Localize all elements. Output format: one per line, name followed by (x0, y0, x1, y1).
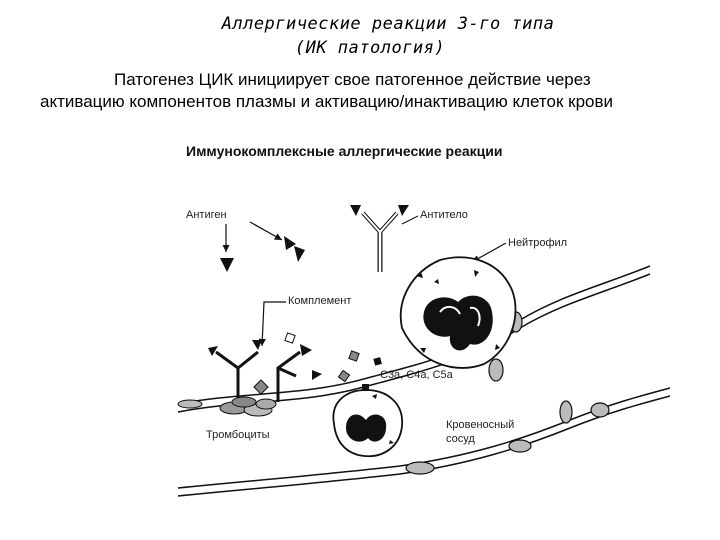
label-vessel-line1: Кровеносный (446, 419, 514, 431)
antigen-triangle (220, 258, 234, 272)
endothelial-nucleus (508, 439, 532, 453)
complement-pointer (258, 301, 286, 347)
label-antigen: Антиген (186, 209, 227, 221)
label-platelets: Тромбоциты (206, 429, 270, 441)
paragraph-line1: Патогенез ЦИК инициирует свое патогенное… (114, 70, 591, 89)
antigen-triangle (294, 246, 305, 262)
paragraph-line2: активацию компонентов плазмы и активацию… (40, 92, 614, 111)
antigen-triangle (284, 236, 296, 250)
antigen-group (220, 221, 305, 272)
slide-title-line1: Аллергические реакции 3-го типа (221, 14, 555, 34)
slide-title-line2: (ИК патология) (294, 38, 446, 58)
platelets-cluster (219, 396, 277, 417)
label-vessel-line2: сосуд (446, 433, 475, 445)
antigen-arrow (249, 221, 283, 241)
complement-fragments (337, 350, 382, 391)
neutrophil-cell-small (332, 389, 403, 458)
immune-complex (208, 332, 322, 402)
endothelial-nucleus (405, 461, 435, 475)
label-antibody: Антитело (420, 209, 468, 221)
endothelial-nucleus (488, 358, 504, 382)
endothelial-nucleus (177, 399, 203, 409)
label-neutrophil: Нейтрофил (508, 237, 567, 249)
label-complement: Комплемент (288, 295, 351, 307)
antibody-icon (350, 205, 419, 272)
endothelial-nucleus (559, 400, 573, 424)
neutrophil-cell (399, 256, 517, 369)
diagram-heading: Иммунокомплексные аллергические реакции (186, 143, 503, 159)
endothelial-nucleus (590, 402, 610, 418)
